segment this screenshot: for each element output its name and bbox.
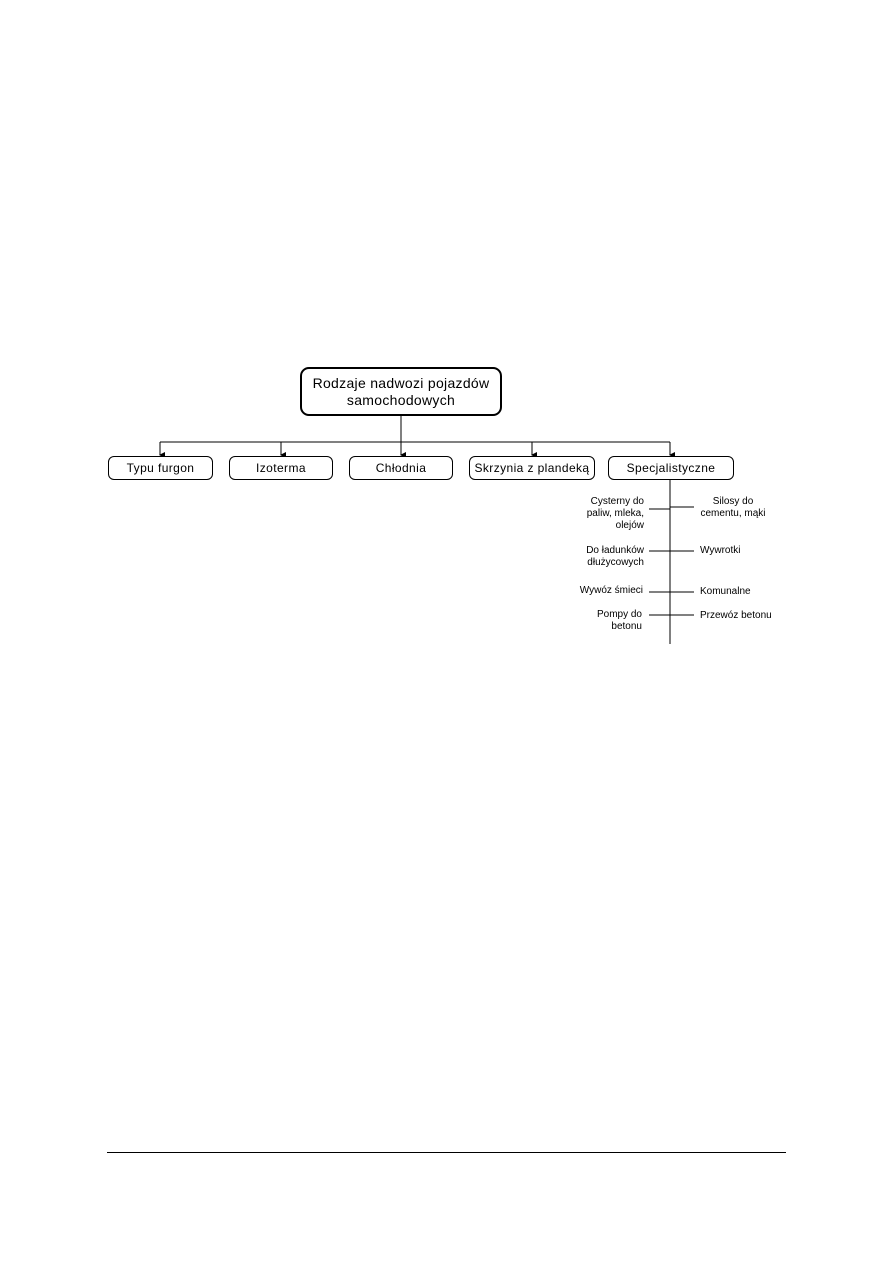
leaf-wywoz-smieci: Wywóz śmieci (579, 585, 643, 596)
node-label: Skrzynia z plandeką (474, 461, 590, 475)
leaf-wywrotki: Wywrotki (700, 545, 741, 556)
leaf-dlużycowe: Do ładunków dłużycowych (586, 545, 644, 568)
leaf-pompy-do-betonu: Pompy do betonu (596, 609, 642, 632)
footer-rule (107, 1152, 786, 1153)
leaf-komunalne: Komunalne (700, 586, 751, 597)
node-label: Typu furgon (126, 461, 195, 475)
leaf-cysterny: Cysterny do paliw, mleka, olejów (586, 496, 644, 531)
node-label: Izoterma (256, 461, 306, 475)
node-label: Specjalistyczne (626, 461, 716, 475)
root-node-label: Rodzaje nadwozi pojazdów samochodowych (312, 374, 490, 408)
node-label: Chłodnia (375, 461, 427, 475)
node-specjalistyczne: Specjalistyczne (608, 456, 734, 480)
node-skrzynia-z-plandeka: Skrzynia z plandeką (469, 456, 595, 480)
node-typu-furgon: Typu furgon (108, 456, 213, 480)
root-node: Rodzaje nadwozi pojazdów samochodowych (300, 367, 502, 416)
leaf-silosy: Silosy do cementu, mąki (700, 496, 766, 519)
node-izoterma: Izoterma (229, 456, 333, 480)
leaf-przewoz-betonu: Przewóz betonu (700, 610, 772, 621)
node-chlodnia: Chłodnia (349, 456, 453, 480)
